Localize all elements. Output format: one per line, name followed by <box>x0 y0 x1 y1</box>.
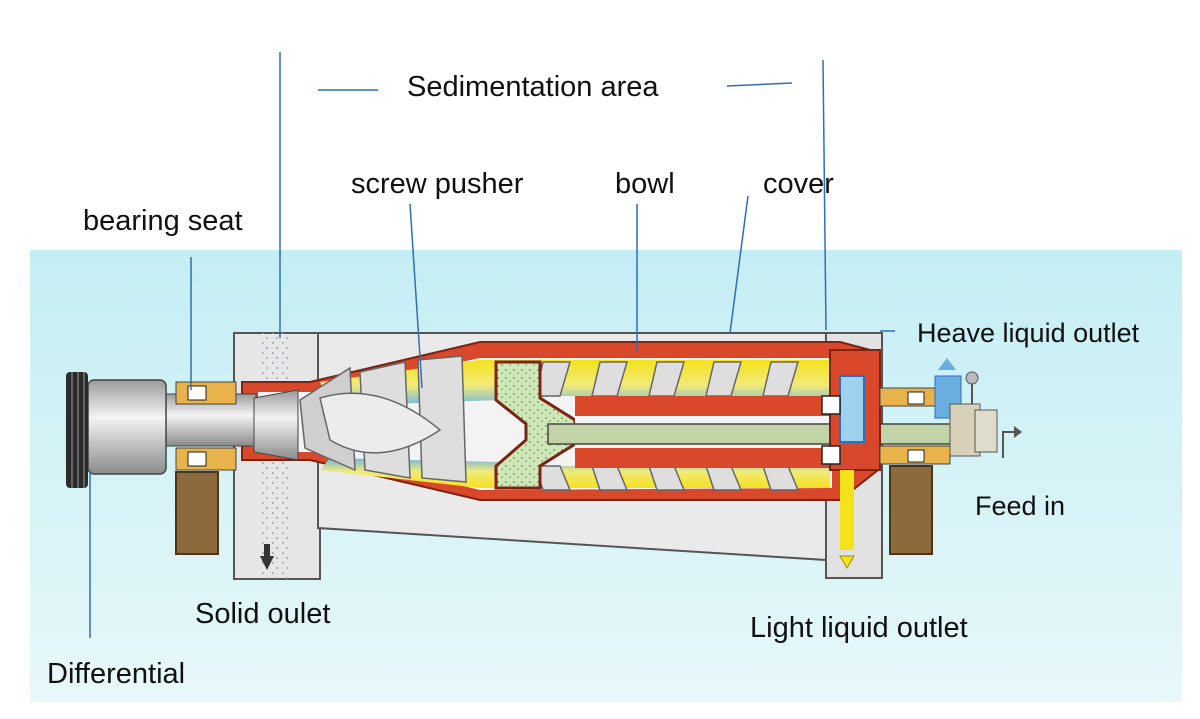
label-differential: Differential <box>47 658 186 690</box>
label-light-liquid-outlet: Light liquid outlet <box>750 612 968 644</box>
label-screw-pusher: screw pusher <box>351 168 524 200</box>
screw-pusher <box>299 355 800 491</box>
feed-arrow-head <box>1014 426 1022 438</box>
feed-arrow <box>1002 431 1020 458</box>
left-end <box>66 372 299 555</box>
feed-pipe <box>547 423 979 445</box>
label-sedimentation-area: Sedimentation area <box>407 71 659 103</box>
label-feed-in: Feed in <box>975 491 1066 521</box>
leader-lines <box>89 52 895 638</box>
label-bowl: bowl <box>615 168 675 200</box>
solid-outlet-arrow <box>260 556 274 570</box>
label-heave-liquid-outlet: Heave liquid outlet <box>917 318 1140 348</box>
label-solid-outlet: Solid oulet <box>195 598 331 630</box>
right-end <box>821 349 998 569</box>
solid-outlet-arrow-shaft <box>264 544 270 556</box>
label-bearing-seat: bearing seat <box>83 205 243 237</box>
label-cover: cover <box>763 168 834 200</box>
